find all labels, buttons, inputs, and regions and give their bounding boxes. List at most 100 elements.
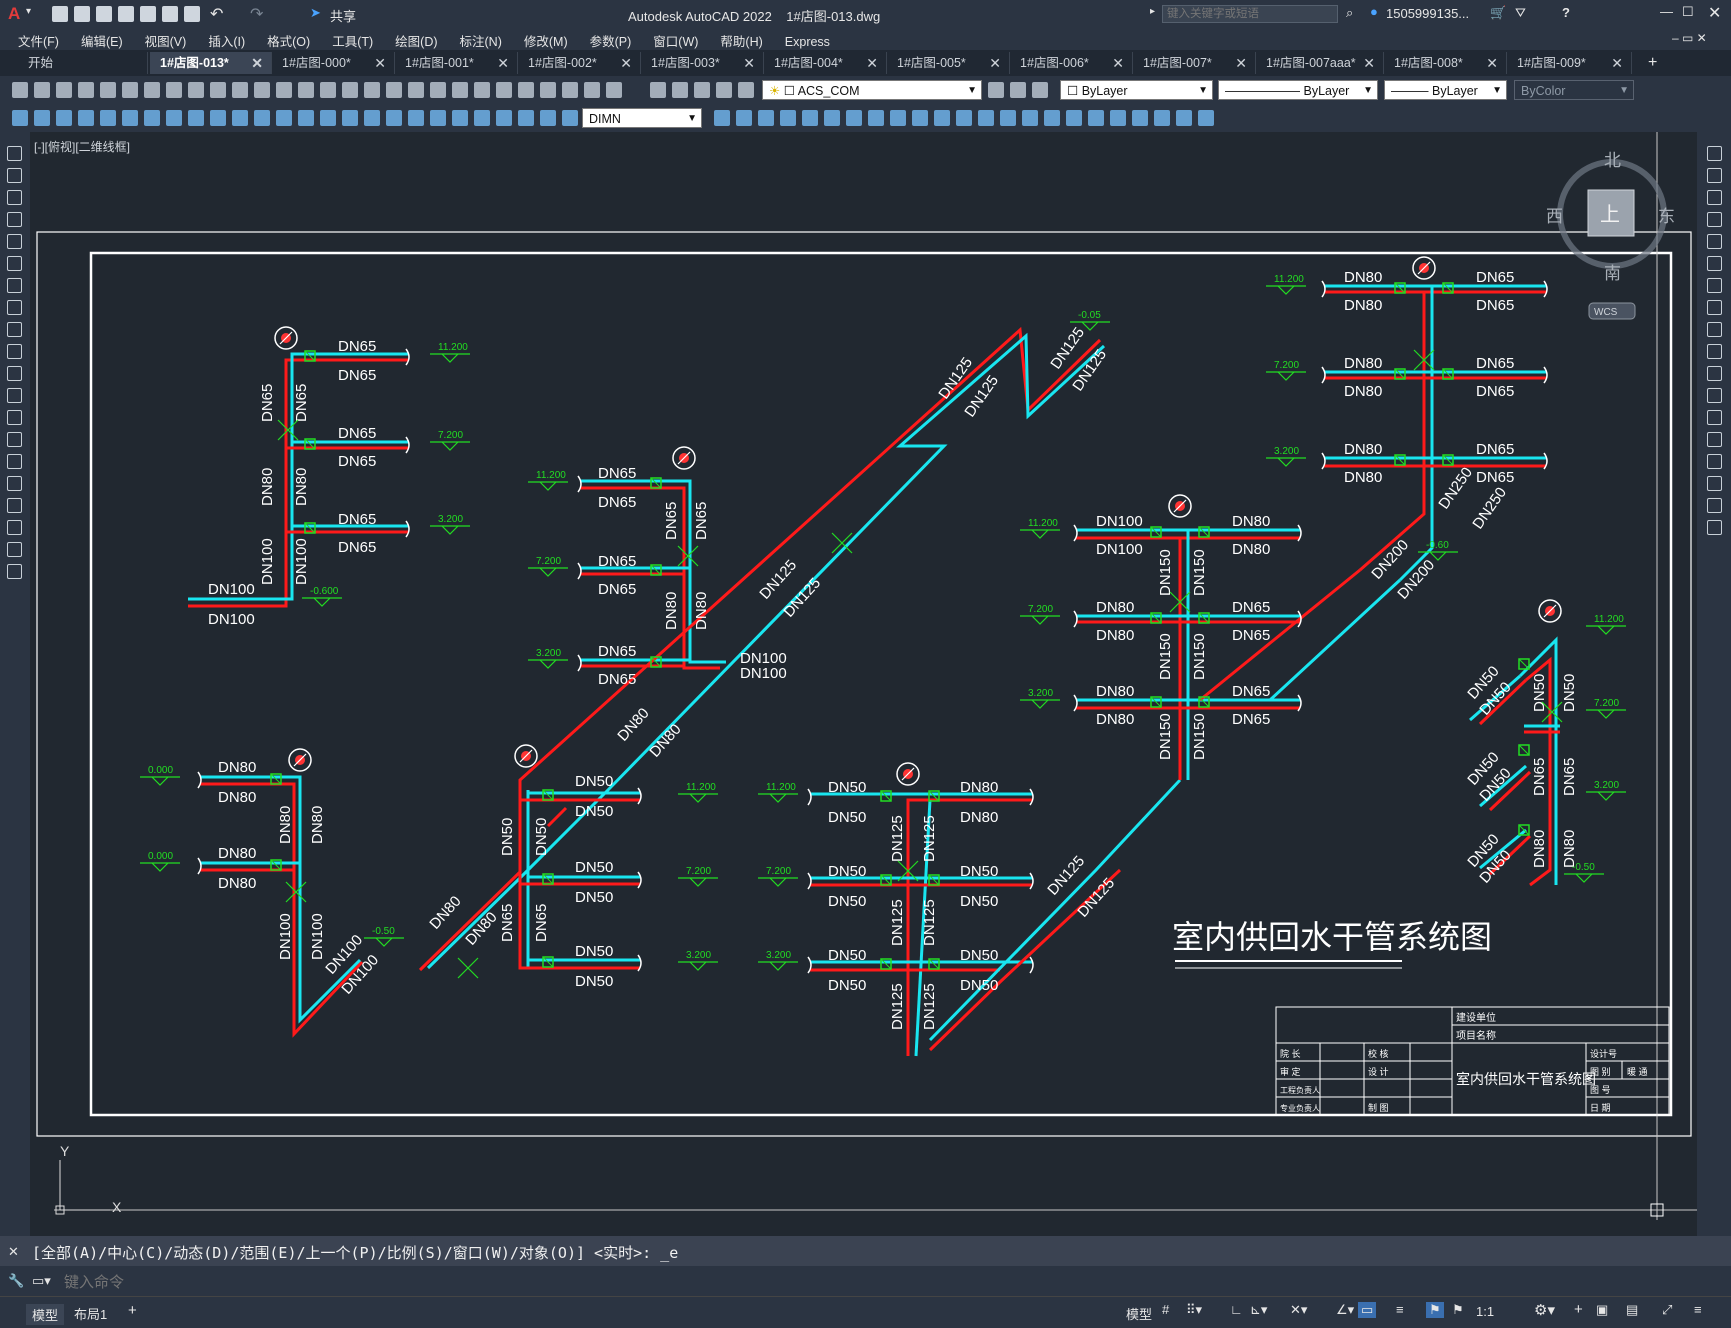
draw-tool-icon[interactable] xyxy=(7,234,22,249)
modify-tool-icon[interactable] xyxy=(912,110,928,126)
lineweight-combo[interactable]: ——— ByLayer▼ xyxy=(1384,80,1507,100)
tool-icon[interactable] xyxy=(188,82,204,98)
tool-icon[interactable] xyxy=(210,82,226,98)
dimension-tool-icon[interactable] xyxy=(166,110,182,126)
viewcube-east[interactable]: 东 xyxy=(1658,207,1675,226)
modify-tool-icon[interactable] xyxy=(1022,110,1038,126)
modify-side-tool-icon[interactable] xyxy=(1707,212,1722,227)
menu-item[interactable]: 文件(F) xyxy=(18,35,59,49)
modify-tool-icon[interactable] xyxy=(1044,110,1060,126)
tool-icon[interactable] xyxy=(518,82,534,98)
dimension-tool-icon[interactable] xyxy=(232,110,248,126)
modify-side-tool-icon[interactable] xyxy=(1707,278,1722,293)
modify-side-tool-icon[interactable] xyxy=(1707,498,1722,513)
draw-tool-icon[interactable] xyxy=(7,322,22,337)
tool-icon[interactable] xyxy=(298,82,314,98)
doc-window-controls[interactable]: – ▭ ✕ xyxy=(1672,31,1707,45)
tool-icon[interactable] xyxy=(342,82,358,98)
layer-tool-icon[interactable] xyxy=(1010,82,1026,98)
viewcube[interactable]: 上 北 南 东 西 WCS xyxy=(1546,151,1675,320)
customize-icon[interactable]: 🔧 xyxy=(8,1273,25,1288)
user-icon[interactable]: ● xyxy=(1370,4,1378,19)
dimension-tool-icon[interactable] xyxy=(386,110,402,126)
tool-icon[interactable] xyxy=(694,82,710,98)
new-tab-button[interactable]: + xyxy=(1648,54,1658,71)
close-tab-icon[interactable]: ✕ xyxy=(1611,55,1623,71)
draw-tool-icon[interactable] xyxy=(7,564,22,579)
modify-tool-icon[interactable] xyxy=(890,110,906,126)
close-tab-icon[interactable]: ✕ xyxy=(866,55,878,71)
tool-icon[interactable] xyxy=(144,82,160,98)
file-tab[interactable]: 1#店图-005*✕ xyxy=(887,52,1010,74)
close-tab-icon[interactable]: ✕ xyxy=(251,55,263,71)
tool-icon[interactable] xyxy=(122,82,138,98)
dimension-tool-icon[interactable] xyxy=(34,110,50,126)
dimension-tool-icon[interactable] xyxy=(12,110,28,126)
file-tab[interactable]: 1#店图-006*✕ xyxy=(1010,52,1133,74)
dimension-tool-icon[interactable] xyxy=(562,110,578,126)
draw-tool-icon[interactable] xyxy=(7,476,22,491)
dimension-tool-icon[interactable] xyxy=(518,110,534,126)
tool-icon[interactable] xyxy=(34,82,50,98)
tool-icon[interactable] xyxy=(100,82,116,98)
units-icon[interactable]: ▣ xyxy=(1596,1302,1609,1317)
modify-side-tool-icon[interactable] xyxy=(1707,300,1722,315)
file-tab[interactable]: 1#店图-007aaa*✕ xyxy=(1256,52,1384,74)
draw-tool-icon[interactable] xyxy=(7,498,22,513)
modify-tool-icon[interactable] xyxy=(846,110,862,126)
tool-icon[interactable] xyxy=(650,82,666,98)
draw-tool-icon[interactable] xyxy=(7,454,22,469)
modify-side-tool-icon[interactable] xyxy=(1707,432,1722,447)
dimension-tool-icon[interactable] xyxy=(540,110,556,126)
draw-tool-icon[interactable] xyxy=(7,432,22,447)
maximize-icon[interactable]: ☐ xyxy=(1682,4,1694,19)
close-tab-icon[interactable]: ✕ xyxy=(989,55,1001,71)
draw-tool-icon[interactable] xyxy=(7,388,22,403)
file-tab[interactable]: 1#店图-013*✕ xyxy=(150,52,272,74)
menu-item[interactable]: 标注(N) xyxy=(459,35,502,49)
dimstyle-combo[interactable]: DIMN▼ xyxy=(582,108,702,128)
modify-tool-icon[interactable] xyxy=(1066,110,1082,126)
dimension-tool-icon[interactable] xyxy=(342,110,358,126)
dimension-tool-icon[interactable] xyxy=(100,110,116,126)
save-icon[interactable] xyxy=(96,6,112,22)
close-tab-icon[interactable]: ✕ xyxy=(1235,55,1247,71)
new-file-icon[interactable] xyxy=(52,6,68,22)
dimension-tool-icon[interactable] xyxy=(320,110,336,126)
modify-tool-icon[interactable] xyxy=(1088,110,1104,126)
tool-icon[interactable] xyxy=(672,82,688,98)
close-tab-icon[interactable]: ✕ xyxy=(1363,55,1375,71)
viewcube-top[interactable]: 上 xyxy=(1600,203,1620,226)
modify-tool-icon[interactable] xyxy=(802,110,818,126)
dimension-tool-icon[interactable] xyxy=(276,110,292,126)
share-button[interactable]: 共享 xyxy=(330,9,357,24)
selection-cycling-icon[interactable]: ▭ xyxy=(1358,1302,1377,1318)
tool-icon[interactable] xyxy=(452,82,468,98)
file-tab[interactable]: 1#店图-004*✕ xyxy=(764,52,887,74)
viewcube-west[interactable]: 西 xyxy=(1546,207,1563,226)
polar-icon[interactable]: ⊾▾ xyxy=(1250,1302,1268,1317)
open-file-icon[interactable] xyxy=(74,6,90,22)
close-tab-icon[interactable]: ✕ xyxy=(497,55,509,71)
dimension-tool-icon[interactable] xyxy=(188,110,204,126)
add-layout-button[interactable]: + xyxy=(128,1302,137,1319)
autodesk-app-icon[interactable]: ⛛ xyxy=(1515,5,1526,20)
close-icon[interactable]: ✕ xyxy=(1708,5,1722,22)
close-tab-icon[interactable]: ✕ xyxy=(620,55,632,71)
dimension-tool-icon[interactable] xyxy=(298,110,314,126)
tool-icon[interactable] xyxy=(320,82,336,98)
modify-side-tool-icon[interactable] xyxy=(1707,190,1722,205)
modify-tool-icon[interactable] xyxy=(758,110,774,126)
tool-icon[interactable] xyxy=(254,82,270,98)
modify-side-tool-icon[interactable] xyxy=(1707,234,1722,249)
modify-side-tool-icon[interactable] xyxy=(1707,454,1722,469)
tool-icon[interactable] xyxy=(276,82,292,98)
viewport-controls[interactable]: [-][俯视][二维线框] xyxy=(34,140,131,154)
dimension-tool-icon[interactable] xyxy=(254,110,270,126)
draw-tool-icon[interactable] xyxy=(7,366,22,381)
minimize-icon[interactable]: — xyxy=(1660,4,1673,19)
tool-icon[interactable] xyxy=(716,82,732,98)
modify-tool-icon[interactable] xyxy=(1132,110,1148,126)
menu-item[interactable]: 窗口(W) xyxy=(653,35,699,49)
